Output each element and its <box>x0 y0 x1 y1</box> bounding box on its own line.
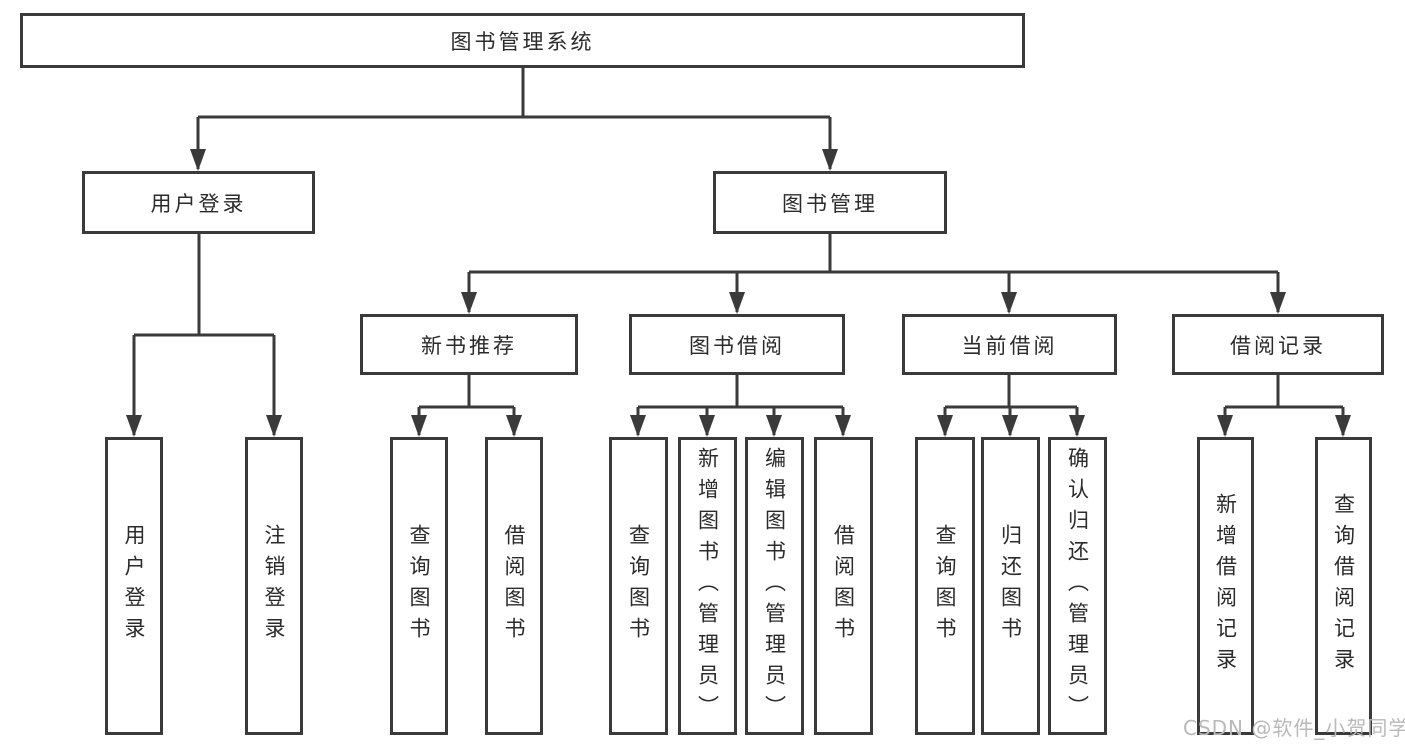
leaf-confirm-return-admin-label: 确认归还（管理员） <box>1065 446 1090 726</box>
node-new-book-recommend: 新书推荐 <box>360 314 578 375</box>
leaf-return-books-label: 归还图书 <box>998 524 1023 648</box>
connector-root-trunk <box>198 68 830 119</box>
leaf-borrow-books-recommend-label: 借阅图书 <box>502 524 526 648</box>
leaf-add-books-admin-label: 新增图书（管理员） <box>695 446 720 726</box>
node-book-borrow-label: 图书借阅 <box>689 333 785 358</box>
connector-book-borrow-trunk <box>638 375 843 409</box>
leaf-return-books: 归还图书 <box>981 437 1040 735</box>
leaf-query-books-current-label: 查询图书 <box>933 524 957 648</box>
connector-borrow-records-trunk <box>1225 375 1343 409</box>
leaf-query-books-recommend-label: 查询图书 <box>407 524 431 648</box>
leaf-query-borrow-record: 查询借阅记录 <box>1315 437 1372 735</box>
connector-book-management-trunk <box>469 234 1278 274</box>
leaf-query-books-recommend: 查询图书 <box>390 437 448 735</box>
leaf-confirm-return-admin: 确认归还（管理员） <box>1048 437 1107 735</box>
node-book-management-label: 图书管理 <box>782 191 878 216</box>
leaf-borrow-books-label: 借阅图书 <box>831 524 856 648</box>
leaf-add-borrow-record-label: 新增借阅记录 <box>1213 493 1238 679</box>
node-current-borrow-label: 当前借阅 <box>961 333 1058 358</box>
leaf-add-borrow-record: 新增借阅记录 <box>1197 437 1254 735</box>
leaf-user-login: 用户登录 <box>105 437 163 735</box>
leaf-add-books-admin: 新增图书（管理员） <box>678 437 737 735</box>
leaf-edit-books-admin: 编辑图书（管理员） <box>745 437 804 735</box>
connector-current-borrow-trunk <box>945 375 1077 409</box>
leaf-query-books-current: 查询图书 <box>915 437 975 735</box>
node-user-login-label: 用户登录 <box>150 191 247 216</box>
node-book-borrow: 图书借阅 <box>629 314 845 375</box>
csdn-watermark: CSDN @软件_小贺同学 <box>1183 716 1405 740</box>
node-current-borrow: 当前借阅 <box>902 314 1117 375</box>
leaf-user-login-label: 用户登录 <box>122 524 146 648</box>
node-book-management: 图书管理 <box>713 171 947 234</box>
leaf-query-borrow-record-label: 查询借阅记录 <box>1331 493 1356 679</box>
node-root-label: 图书管理系统 <box>450 29 595 54</box>
leaf-borrow-books-recommend: 借阅图书 <box>485 437 543 735</box>
leaf-logout-label: 注销登录 <box>262 524 286 648</box>
node-borrow-records-label: 借阅记录 <box>1230 333 1326 358</box>
node-root: 图书管理系统 <box>20 13 1025 68</box>
leaf-query-books-borrow: 查询图书 <box>609 437 668 735</box>
node-user-login: 用户登录 <box>82 171 315 234</box>
leaf-edit-books-admin-label: 编辑图书（管理员） <box>762 446 787 726</box>
node-new-book-recommend-label: 新书推荐 <box>421 333 517 358</box>
node-borrow-records: 借阅记录 <box>1172 314 1384 375</box>
leaf-query-books-borrow-label: 查询图书 <box>626 524 651 648</box>
leaf-borrow-books: 借阅图书 <box>814 437 873 735</box>
connector-user-login-trunk <box>134 234 274 337</box>
connector-new-book-recommend-trunk <box>419 375 514 409</box>
leaf-logout: 注销登录 <box>245 437 303 735</box>
